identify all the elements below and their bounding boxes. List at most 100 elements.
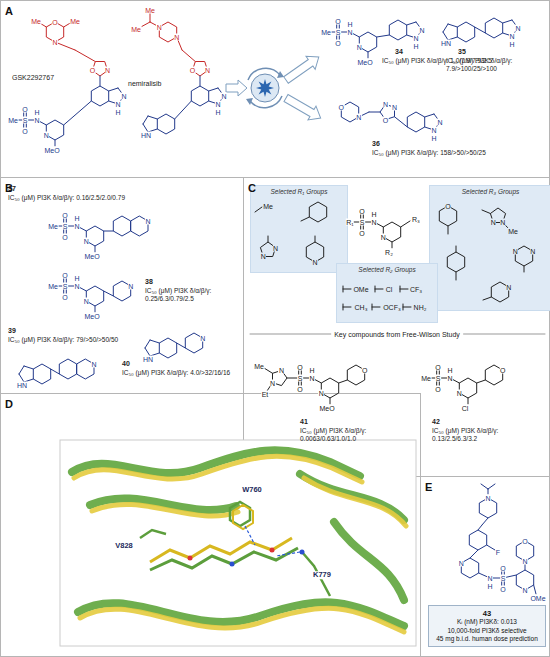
w760-sidechain [233, 505, 253, 529]
bond-line [488, 484, 495, 489]
bond-line [182, 50, 195, 62]
atom-label: N [260, 253, 266, 260]
ring-bond [91, 86, 108, 106]
atom-label: N [309, 375, 315, 382]
atom-label: O [335, 18, 341, 25]
compound-text: 41 [300, 418, 320, 426]
atom-label: O [359, 208, 365, 215]
atom-label: HN [16, 382, 27, 389]
atom-label: R₂ [385, 249, 394, 256]
bond-line [175, 101, 192, 119]
atom-label: O [338, 104, 344, 111]
atom-label: N [52, 39, 58, 46]
panel-letter: A [1, 3, 17, 19]
oxygen-atom [188, 556, 193, 561]
atom-label: N [269, 379, 275, 386]
atom-label: H [413, 43, 419, 50]
bond-line [209, 88, 218, 91]
atom-label: HN [142, 356, 153, 363]
bond-line [481, 484, 488, 489]
atom-label: S [500, 575, 506, 582]
atom-label: S [22, 117, 28, 124]
bond-line [55, 140, 56, 146]
compound-text: nemiralisib [128, 80, 188, 88]
atom-label: S [335, 29, 341, 36]
bond-line [301, 217, 309, 221]
bond-line [400, 289, 408, 290]
bond-line [95, 246, 96, 252]
compound-text: IC₅₀ (μM) PI3K δ/α/β/γ: 4.0/>32/16/16 [122, 369, 238, 377]
bond-line [470, 550, 478, 558]
ring-bond [407, 112, 424, 132]
group-box: Selected R₂ Groups [336, 263, 438, 323]
bond-line [264, 368, 273, 373]
protein-overlay [60, 440, 416, 646]
yellow-ribbon [74, 456, 406, 632]
bond-line [330, 398, 331, 404]
bond-line [19, 366, 24, 374]
atom-label: H [34, 109, 40, 116]
atom-label: MeO [357, 59, 373, 66]
image-frame [60, 440, 416, 646]
atom-label: O [89, 67, 95, 74]
atom-label: Me [421, 375, 432, 382]
atom-label: N [456, 390, 462, 397]
bond-line [401, 221, 410, 227]
compound-text: 36 [372, 140, 392, 148]
atom-label: HN [140, 132, 151, 139]
atom-label: N [215, 101, 221, 108]
atom-label: N [512, 248, 518, 255]
atom-label: OMe [530, 595, 546, 602]
atom-label: N [509, 33, 515, 40]
atom-label: N [83, 238, 89, 245]
cycle-arrowhead [277, 71, 284, 78]
v828-sidechain [140, 530, 166, 538]
atom-label: MeO [319, 405, 335, 412]
ring-bond [157, 114, 174, 134]
compound-text: IC₅₀ (μM) PI3K δ/α/β/γ: 0.0063/0.63/1.0/… [300, 427, 418, 443]
bond-line [488, 489, 489, 494]
atom-label: H [309, 367, 315, 374]
bond-line [143, 116, 148, 124]
data-line: 45 mg b.i.d. human dose prediction [433, 635, 541, 643]
atom-label: Me [263, 203, 274, 210]
atom-label: O [359, 230, 365, 237]
atom-label: Me [8, 117, 19, 124]
atom-label: N [356, 114, 362, 121]
bond-line [425, 114, 434, 117]
atom-label: N [221, 93, 227, 100]
atom-label: Me [70, 18, 81, 25]
atom-label: R₃ [412, 216, 421, 223]
bond-line [109, 88, 118, 91]
icon-disc [251, 74, 279, 102]
bond-line [482, 210, 490, 214]
bond-line [456, 272, 457, 280]
atom-label: H [74, 275, 80, 282]
compound-text: 35 [458, 48, 478, 56]
atom-label: Et [261, 391, 269, 398]
atom-label: S [359, 219, 365, 226]
atom-label: Me [145, 7, 156, 14]
bond-line [75, 50, 95, 62]
atom-label: H [447, 367, 453, 374]
atom-label: N [205, 67, 211, 74]
bond-line [148, 116, 157, 119]
bond-line [104, 231, 114, 232]
atom-label: H [431, 135, 437, 142]
hollow-arrow [226, 80, 247, 96]
compound-text: 42 [432, 418, 452, 426]
atom-label: N [74, 223, 80, 230]
atom-label: N [371, 219, 377, 226]
ring-bond [159, 338, 176, 358]
atom-label: N [431, 127, 437, 134]
atom-label: O [500, 565, 506, 572]
atom-label: HN [440, 40, 451, 47]
bond-line [177, 343, 186, 348]
bond-line [487, 545, 495, 550]
atom-label: O [382, 116, 388, 123]
bond-line [51, 369, 60, 374]
atom-label: Me [48, 283, 59, 290]
bond-line [268, 236, 269, 242]
atom-label: O [62, 212, 68, 219]
atom-label: N [515, 25, 521, 32]
